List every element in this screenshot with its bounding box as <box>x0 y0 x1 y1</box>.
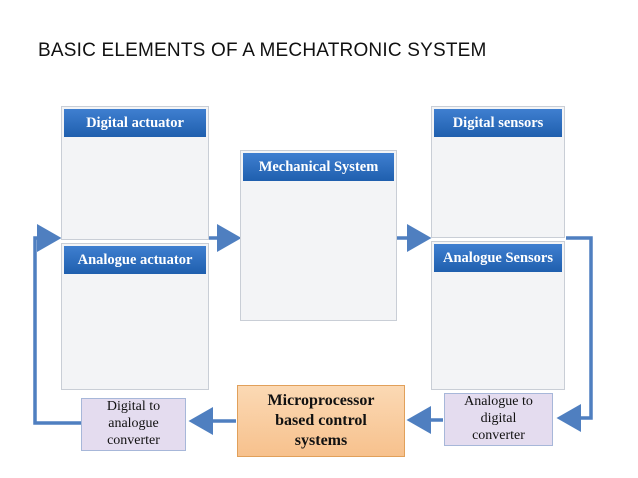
adc-line-1: Analogue to <box>464 394 533 410</box>
analogue-sensors-header: Analogue Sensors <box>434 244 562 272</box>
dac-line-1: Digital to <box>106 399 161 415</box>
page-title: BASIC ELEMENTS OF A MECHATRONIC SYSTEM <box>38 40 487 61</box>
adc-line-2: digital <box>480 411 517 427</box>
microprocessor-line-1: Microprocessor <box>267 392 375 409</box>
microprocessor-line-2: based control <box>275 412 367 429</box>
dac-line-3: converter <box>107 432 160 448</box>
digital-sensors-header: Digital sensors <box>434 109 562 137</box>
digital-to-analogue-converter-box: Digital to analogue converter <box>81 398 186 451</box>
microprocessor-box: Microprocessor based control systems <box>237 385 405 457</box>
flow-arrows <box>33 224 593 435</box>
mechanical-system-header: Mechanical System <box>243 153 394 181</box>
microprocessor-line-3: systems <box>294 432 348 449</box>
digital-actuator-header: Digital actuator <box>64 109 206 137</box>
analogue-to-digital-converter-box: Analogue to digital converter <box>444 393 553 446</box>
adc-line-3: converter <box>472 427 525 443</box>
dac-line-2: analogue <box>108 416 159 432</box>
analogue-actuator-header: Analogue actuator <box>64 246 206 274</box>
arrow-dac-to-actuators <box>33 224 81 425</box>
arrow-sensors-to-adc <box>556 236 593 432</box>
